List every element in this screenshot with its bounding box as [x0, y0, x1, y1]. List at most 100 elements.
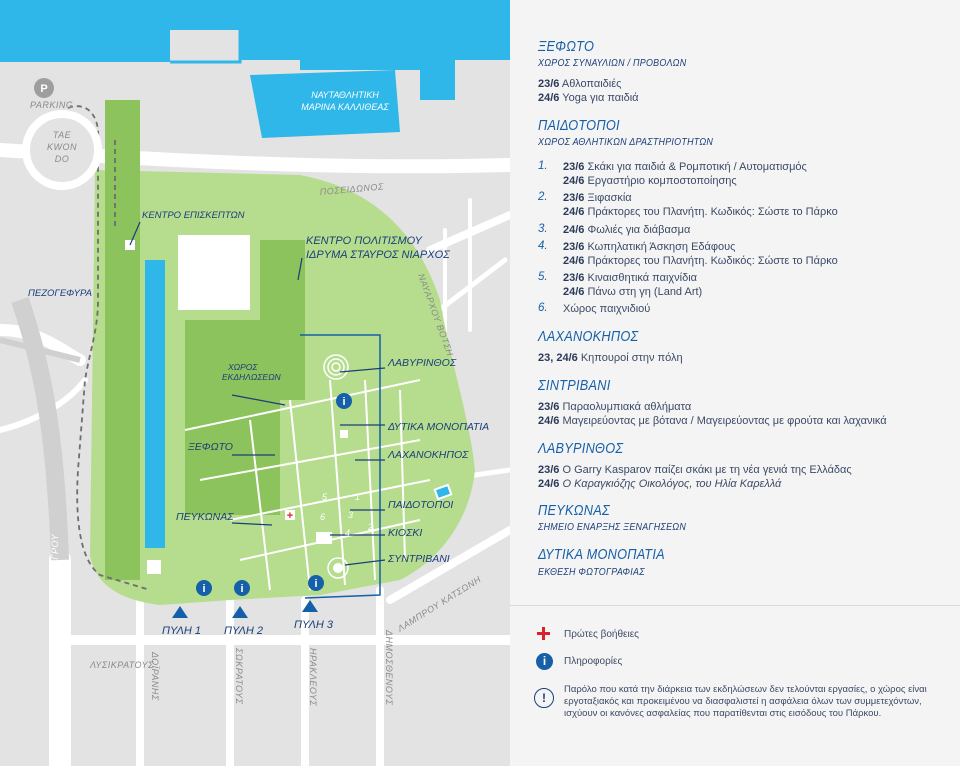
snfcc-building — [178, 235, 250, 310]
road-irakleous: ΗΡΑΚΛΕΟΥΣ — [308, 648, 318, 706]
section-ksefoto-title: ΞΕΦΩΤΟ — [538, 38, 595, 55]
paidotopoi-item-5-line-2: 24/6 Πάνω στη γη (Land Art) — [563, 286, 703, 298]
label-kioski: ΚΙΟΣΚΙ — [388, 527, 422, 539]
section-peukonas-subtitle: ΣΗΜΕΙΟ ΕΝΑΡΞΗΣ ΞΕΝΑΓΗΣΕΩΝ — [538, 521, 687, 533]
paidotopoi-item-6-line-1: Χώρος παιχνιδιού — [563, 303, 651, 315]
info-marker-gate2[interactable]: i — [234, 580, 250, 596]
legend-divider — [510, 605, 960, 606]
svg-text:TAE: TAE — [53, 130, 72, 140]
gate-3[interactable]: ΠΥΛΗ 3 — [294, 600, 334, 631]
parking-label: PARKING — [30, 100, 73, 110]
paidotopoi-item-3-line-1: 24/6 Φωλιές για διάβασμα — [563, 224, 691, 236]
label-kentro-episkepton: ΚΕΝΤΡΟ ΕΠΙΣΚΕΠΤΩΝ — [142, 210, 245, 221]
info-marker-gate3[interactable]: i — [308, 575, 324, 591]
label-peukonas: ΠΕΥΚΩΝΑΣ — [176, 511, 234, 523]
label-laxanokipos: ΛΑΧΑΝΟΚΗΠΟΣ — [387, 449, 469, 461]
section-syntrivani-title: ΣΙΝΤΡΙΒΑΝΙ — [538, 377, 611, 394]
road-dimosthenous: ΔΗΜΟΣΘΕΝΟΥΣ — [384, 629, 394, 705]
paidotopoi-item-5-line-1: 23/6 Κιναισθητικά παιχνίδια — [563, 272, 698, 284]
svg-text:i: i — [314, 578, 317, 590]
section-ksefoto-subtitle: ΧΩΡΟΣ ΣΥΝΑΥΛΙΩΝ / ΠΡΟΒΟΛΩΝ — [538, 57, 687, 69]
svg-text:ΠΥΛΗ 1: ΠΥΛΗ 1 — [162, 625, 201, 637]
road-lysikratous: ΛΥΣΙΚΡΑΤΟΥΣ — [89, 660, 154, 670]
canal — [145, 260, 165, 548]
legend-warning-1: Παρόλο που κατά την διάρκεια των εκδηλώσ… — [564, 684, 927, 695]
svg-text:+: + — [287, 510, 293, 522]
gate-2[interactable]: ΠΥΛΗ 2 — [224, 606, 263, 637]
svg-text:KWON: KWON — [47, 142, 77, 152]
paidotopoi-num-2: 2. — [538, 191, 548, 203]
marina-basin — [250, 70, 400, 138]
paidotopoi-item-1-line-1: 23/6 Σκάκι για παιδιά & Ρομποτική / Αυτο… — [563, 161, 807, 173]
legend-first-aid: Πρώτες βοήθειες — [564, 629, 639, 640]
section-dytika-subtitle: ΕΚΘΕΣΗ ΦΩΤΟΓΡΑΦΙΑΣ — [538, 566, 645, 578]
syntrivani-line-1: 23/6 Παραολυμπιακά αθλήματα — [538, 401, 692, 413]
paidotopoi-num-3: 3. — [538, 223, 548, 235]
section-paidotopoi-subtitle: ΧΩΡΟΣ ΑΘΛΗΤΙΚΩΝ ΔΡΑΣΤΗΡΙΟΤΗΤΩΝ — [538, 136, 714, 148]
activity-number-4: 4 — [345, 528, 350, 538]
warning-icon: ! — [534, 688, 554, 708]
laxanokipos-line-1: 23, 24/6 Κηπουροί στην πόλη — [538, 352, 683, 364]
paidotopoi-item-2-line-2: 24/6 Πράκτορες του Πλανήτη. Κωδικός: Σώσ… — [563, 206, 838, 218]
svg-text:i: i — [240, 583, 243, 595]
label-snfcc-1: ΚΕΝΤΡΟ ΠΟΛΙΤΙΣΜΟΥ — [306, 235, 423, 247]
svg-text:ΕΚΔΗΛΩΣΕΩΝ: ΕΚΔΗΛΩΣΕΩΝ — [222, 372, 282, 382]
legend-warning-2: εργοταξιακός και προκειμένου να διασφαλι… — [564, 696, 922, 707]
svg-text:ΜΑΡΙΝΑ ΚΑΛΛΙΘΕΑΣ: ΜΑΡΙΝΑ ΚΑΛΛΙΘΕΑΣ — [301, 102, 389, 112]
activity-number-5: 5 — [322, 492, 328, 502]
section-laxanokipos-title: ΛΑΧΑΝΟΚΗΠΟΣ — [538, 328, 639, 345]
activity-number-2: 2 — [367, 522, 373, 532]
activity-number-3: 3 — [348, 510, 353, 520]
label-ksefoto: ΞΕΦΩΤΟ — [187, 441, 233, 453]
syntrivani-line-2: 24/6 Μαγειρεύοντας με βότανα / Μαγειρεύο… — [538, 415, 887, 427]
paidotopoi-num-4: 4. — [538, 240, 548, 252]
label-dytika-monopatia: ΔΥΤΙΚΑ ΜΟΝΟΠΑΤΙΑ — [387, 421, 489, 433]
svg-text:ΠΥΛΗ 3: ΠΥΛΗ 3 — [294, 619, 334, 631]
legend-info: Πληροφορίες — [564, 656, 623, 667]
section-labyrinthos-title: ΛΑΒΥΡΙΝΘΟΣ — [538, 440, 624, 457]
label-snfcc-2: ΙΔΡΥΜΑ ΣΤΑΥΡΟΣ ΝΙΑΡΧΟΣ — [306, 249, 450, 261]
sea — [0, 0, 510, 100]
ksefoto-line-1: 23/6 Αθλοπαιδιές — [538, 78, 622, 90]
paidotopoi-item-2-line-1: 23/6 Ξιφασκία — [563, 192, 632, 204]
first-aid-marker[interactable] — [285, 510, 295, 520]
svg-text:i: i — [202, 583, 205, 595]
paidotopoi-item-1-line-2: 24/6 Εργαστήριο κομποστοποίησης — [563, 175, 737, 187]
park-map: P PARKING TAE KWON DO ΝΑΥΤΑΘΛΗΤΙΚΗ ΜΑΡΙΝ… — [0, 0, 510, 766]
label-pezogefyra: ΠΕΖΟΓΕΦΥΡΑ — [28, 288, 92, 299]
info-icon: i — [536, 653, 553, 670]
labyrinthos-line-1: 23/6 Ο Garry Kasparov παίζει σκάκι με τη… — [538, 464, 852, 476]
kiosk-building — [316, 532, 332, 544]
info-marker-park[interactable]: i — [336, 393, 352, 409]
park-dark-areas — [105, 100, 305, 580]
paidotopoi-num-1: 1. — [538, 160, 548, 172]
events-panel: ΞΕΦΩΤΟ ΧΩΡΟΣ ΣΥΝΑΥΛΙΩΝ / ΠΡΟΒΟΛΩΝ 23/6 Α… — [510, 0, 960, 766]
info-marker-gate1[interactable]: i — [196, 580, 212, 596]
taekwondo-hall — [22, 110, 102, 190]
label-xoros-ekdiloseon: ΧΩΡΟΣ — [227, 362, 258, 372]
section-peukonas-title: ΠΕΥΚΩΝΑΣ — [538, 502, 610, 519]
paidotopoi-num-6: 6. — [538, 302, 548, 314]
svg-text:i: i — [342, 396, 345, 408]
section-dytika-title: ΔΥΤΙΚΑ ΜΟΝΟΠΑΤΙΑ — [538, 546, 665, 563]
paidotopoi-item-4-line-1: 23/6 Κωπηλατική Άσκηση Εδάφους — [563, 241, 736, 253]
activity-number-1: 1 — [355, 492, 360, 502]
label-labyrinthos: ΛΑΒΥΡΙΝΘΟΣ — [387, 357, 457, 369]
road-syggrou: ΛΕΩΦ. ΣΥΓΓΡΟΥ — [50, 533, 60, 613]
labyrinthos-line-2: 24/6 Ο Καραγκιόζης Οικολόγος, του Ηλία Κ… — [538, 478, 782, 490]
svg-text:ΠΥΛΗ 2: ΠΥΛΗ 2 — [224, 625, 263, 637]
ksefoto-line-2: 24/6 Yoga για παιδιά — [538, 92, 639, 104]
legend-warning-3: ισχύουν οι κανόνες ασφαλείας που παρατίθ… — [564, 708, 882, 719]
road-doiranis: ΔΟΪΡΑΝΗΣ — [150, 651, 160, 701]
walking-route — [67, 105, 151, 591]
first-aid-icon — [536, 626, 552, 642]
label-paidotopoi: ΠΑΙΔΟΤΟΠΟΙ — [388, 499, 453, 511]
parking-icon[interactable] — [34, 78, 54, 98]
section-paidotopoi-title: ΠΑΙΔΟΤΟΠΟΙ — [538, 117, 620, 134]
svg-text:P: P — [40, 83, 47, 95]
label-syntrivani: ΣΥΝΤΡΙΒΑΝΙ — [387, 553, 450, 565]
svg-text:DO: DO — [55, 154, 70, 164]
road-sokratous: ΣΩΚΡΑΤΟΥΣ — [234, 647, 244, 705]
paidotopoi-item-4-line-2: 24/6 Πράκτορες του Πλανήτη. Κωδικός: Σώσ… — [563, 255, 838, 267]
gate-1[interactable]: ΠΥΛΗ 1 — [162, 606, 201, 637]
